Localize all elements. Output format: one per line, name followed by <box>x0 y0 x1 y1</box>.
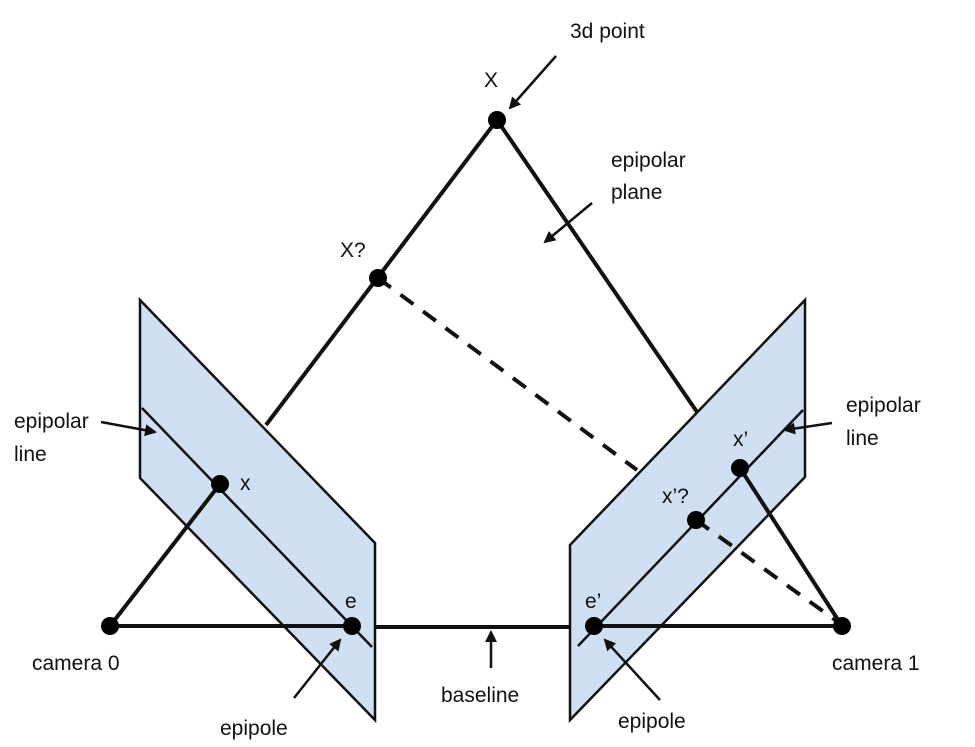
label-3d-point: 3d point <box>570 20 645 43</box>
arrow-epipolar-plane <box>543 202 593 244</box>
arrow-left-epipolar-line <box>100 420 157 437</box>
point-e <box>343 617 361 635</box>
point-camera1 <box>833 617 851 635</box>
dashed-ray-x-prime-question <box>694 518 840 624</box>
label-e-prime: e’ <box>585 590 601 613</box>
label-right-epipolar-line-1: epipolar <box>846 394 921 417</box>
point-e-prime <box>585 617 603 635</box>
label-baseline: baseline <box>441 684 519 707</box>
label-camera1: camera 1 <box>832 652 920 675</box>
label-X: X <box>484 69 498 92</box>
ray-camera1-to-x-prime <box>738 466 844 628</box>
label-camera0: camera 0 <box>32 652 120 675</box>
label-epipolar-plane-1: epipolar <box>611 149 686 172</box>
right-image-plane <box>568 296 807 724</box>
point-x-prime-question <box>687 511 705 529</box>
label-left-epipolar-line-1: epipolar <box>14 410 89 433</box>
ray-X-to-right-plane <box>495 118 699 414</box>
arrow-right-epipole <box>603 638 661 701</box>
label-right-epipole: epipole <box>618 710 686 733</box>
arrow-left-epipole <box>293 638 342 699</box>
label-X-question: X? <box>340 239 366 262</box>
point-camera0 <box>101 617 119 635</box>
arrow-right-epipolar-line <box>783 421 833 435</box>
label-x: x <box>240 472 251 495</box>
ray-camera0-to-x <box>108 482 222 628</box>
point-X <box>488 111 506 129</box>
left-image-plane <box>138 296 377 724</box>
left-epipolar-line <box>141 407 373 648</box>
arrow-3d-point <box>508 55 557 110</box>
label-left-epipole: epipole <box>220 717 288 740</box>
label-x-prime-question: x’? <box>662 485 689 508</box>
label-x-prime: x’ <box>733 428 748 451</box>
point-x <box>211 475 229 493</box>
label-epipolar-plane-2: plane <box>611 181 662 204</box>
right-epipolar-line <box>577 409 804 647</box>
dashed-ray-X-question <box>376 276 639 472</box>
label-right-epipolar-line-2: line <box>846 427 879 450</box>
label-left-epipolar-line-2: line <box>14 443 47 466</box>
point-X-question <box>369 269 387 287</box>
point-x-prime <box>731 459 749 477</box>
label-e: e <box>345 590 357 613</box>
